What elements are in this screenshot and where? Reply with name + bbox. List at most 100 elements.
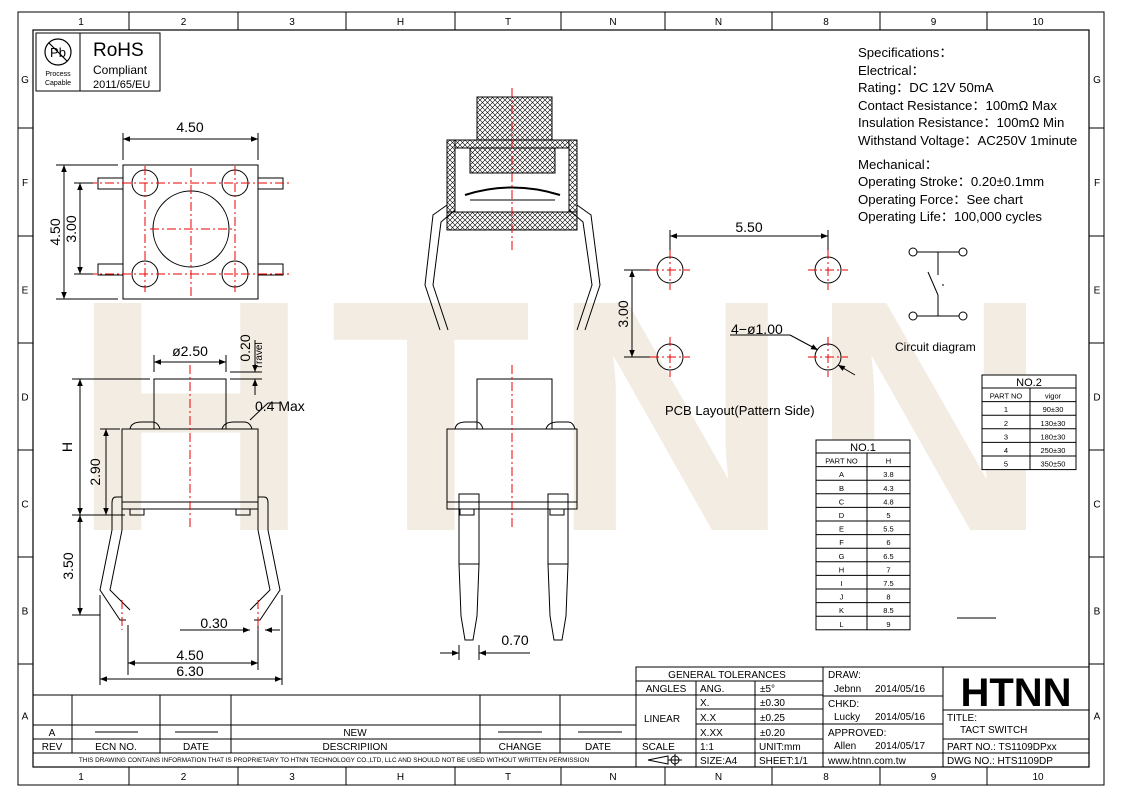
- rohs-compliant: Compliant: [93, 63, 148, 77]
- grid-row-label: G: [21, 75, 29, 86]
- gen-tol: GENERAL TOLERANCES: [668, 670, 786, 681]
- dim-holes: 4−ø1.00: [731, 321, 783, 337]
- x-label: X.: [700, 698, 709, 709]
- pb-icon: [44, 38, 72, 66]
- table-cell: I: [840, 579, 842, 588]
- xx-label: X.X: [700, 713, 716, 724]
- grid-row-label: G: [1093, 75, 1101, 86]
- grid-col-label: 3: [289, 17, 295, 28]
- specifications-block: Specifications： Electrical： Rating：DC 12…: [858, 44, 1077, 226]
- dim-pcb-width: 5.50: [735, 219, 762, 235]
- table-cell: 1: [1004, 405, 1008, 414]
- title-block-text: GENERAL TOLERANCES ANGLES ANG. ±5° LINEA…: [42, 670, 1072, 767]
- table-cell: E: [839, 525, 844, 534]
- appr-name: Allen: [834, 741, 856, 752]
- dim-top-width: 4.50: [176, 119, 203, 135]
- grid-row-label: B: [1094, 607, 1101, 618]
- dim-pin-width: 0.70: [501, 632, 528, 648]
- scale-label: SCALE: [642, 742, 675, 753]
- title-label: TITLE:: [947, 713, 977, 724]
- table-cell: 250±30: [1041, 446, 1066, 455]
- htnn-logo: HTNN: [960, 671, 1071, 715]
- grid-col-label: 9: [931, 17, 937, 28]
- side-view: [72, 340, 283, 685]
- grid-col-label: 8: [823, 772, 829, 783]
- draw-date: 2014/05/16: [875, 684, 925, 695]
- dim-top-height: 4.50: [47, 218, 63, 245]
- proprietary-notice: THIS DRAWING CONTAINS INFORMATION THAT I…: [79, 757, 590, 764]
- dim-travel: 0.20: [237, 334, 253, 361]
- section-view: [424, 88, 601, 331]
- dim-diameter: ø2.50: [172, 343, 208, 359]
- watermark: HTNN: [72, 231, 1069, 600]
- grid-row-label: A: [1094, 712, 1101, 723]
- pcb-layout: [624, 230, 856, 377]
- travel-label: Travel: [254, 342, 265, 369]
- scale-value: 1:1: [700, 742, 714, 753]
- process-text: Process: [45, 71, 71, 78]
- table-header: H: [886, 457, 891, 466]
- table-cell: G: [839, 552, 845, 561]
- table-header: PART NO: [825, 457, 858, 466]
- appr-date: 2014/05/17: [875, 741, 925, 752]
- grid-col-label: 1: [78, 772, 84, 783]
- date2-header: DATE: [585, 742, 611, 753]
- rohs-mark: Pb Process Capable RoHS Compliant 2011/6…: [35, 32, 161, 92]
- xxx-value: ±0.20: [760, 728, 785, 739]
- dim-h: H: [59, 442, 75, 452]
- table-header: PART NO: [990, 392, 1023, 401]
- spec-line: Electrical：: [858, 62, 925, 78]
- table-cell: 2: [1004, 419, 1008, 428]
- chkd-date: 2014/05/16: [875, 712, 925, 723]
- grid-col-label: T: [505, 772, 511, 783]
- rohs-title: RoHS: [93, 40, 144, 61]
- table-cell: 5.5: [883, 525, 893, 534]
- grid-row-label: E: [22, 286, 29, 297]
- chkd-label: CHKD:: [828, 699, 859, 710]
- spec-line: Operating Stroke：0.20±0.1mm: [858, 174, 1045, 190]
- rohs-directive: 2011/65/EU: [93, 79, 150, 91]
- chkd-name: Lucky: [834, 712, 860, 723]
- table-header: vigor: [1045, 392, 1062, 401]
- grid-col-label: H: [397, 17, 404, 28]
- table-cell: F: [839, 538, 844, 547]
- table-cell: 130±30: [1041, 419, 1066, 428]
- table-cell: J: [840, 593, 844, 602]
- grid-row-label: B: [22, 607, 29, 618]
- rev-new: NEW: [343, 728, 367, 739]
- dim-max: 0.4 Max: [255, 398, 305, 414]
- x-value: ±0.30: [760, 698, 785, 709]
- grid-col-label: N: [715, 17, 722, 28]
- grid-col-label: 1: [78, 17, 84, 28]
- pcb-layout-label: PCB Layout(Pattern Side): [665, 403, 815, 418]
- table-cell: 350±50: [1041, 460, 1066, 469]
- table-cell: 7: [886, 565, 890, 574]
- draw-label: DRAW:: [828, 670, 861, 681]
- date-header: DATE: [183, 742, 209, 753]
- rev-header: REV: [42, 742, 63, 753]
- table-cell: 3.8: [883, 470, 893, 479]
- grid-col-label: 2: [181, 17, 187, 28]
- grid-col-label: 8: [823, 17, 829, 28]
- desc-header: DESCRIPIION: [322, 742, 387, 753]
- table-title: NO.1: [850, 442, 876, 454]
- table-cell: 180±30: [1041, 432, 1066, 441]
- front-view: [440, 365, 578, 660]
- dim-bottom-1: 4.50: [176, 647, 203, 663]
- grid-col-label: N: [609, 772, 616, 783]
- grid-row-label: C: [21, 500, 28, 511]
- table-cell: 5: [1004, 460, 1008, 469]
- table-cell: 8: [886, 593, 890, 602]
- table-cell: 5: [886, 511, 890, 520]
- table-title: NO.2: [1016, 377, 1042, 389]
- table-cell: 4.3: [883, 484, 893, 493]
- grid-col-label: 10: [1032, 17, 1044, 28]
- circuit-diagram: [908, 247, 968, 321]
- grid-col-label: 3: [289, 772, 295, 783]
- ang-label: ANG.: [700, 684, 724, 695]
- grid-row-label: F: [22, 178, 28, 189]
